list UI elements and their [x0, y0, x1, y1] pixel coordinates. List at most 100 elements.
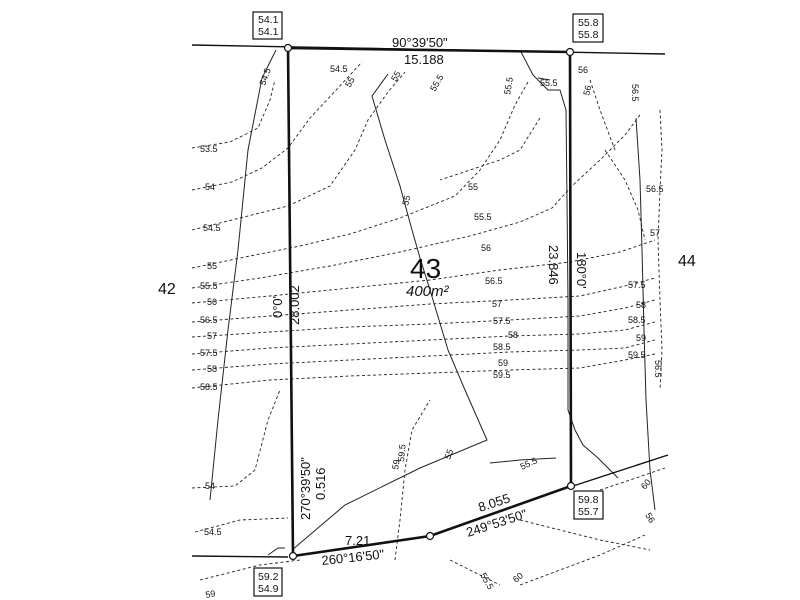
left-distance: 28.002: [287, 285, 302, 325]
contour-label: 59: [498, 358, 508, 368]
bottom-frontage-line-right: [569, 454, 669, 488]
contour-label: 55.5: [428, 73, 445, 93]
level-box-bottom-left: 59.2 54.9: [253, 567, 283, 597]
level-value: 59.2: [258, 571, 279, 583]
right-bearing: 180°0': [574, 252, 589, 289]
contour-label: 56.5: [646, 184, 664, 194]
contour-label: 59.5: [628, 350, 646, 360]
contour-label: 57.5: [493, 316, 511, 326]
contour-line: [191, 389, 281, 489]
thin-lines: [209, 49, 656, 556]
contour-label: 57: [650, 228, 660, 238]
corner-distance: 0.516: [313, 467, 328, 500]
level-value: 54.9: [258, 583, 279, 595]
left-bearing: 0°0': [270, 296, 285, 318]
contour-label: 54: [205, 481, 215, 491]
contour-line: [191, 114, 641, 289]
contour-line: [519, 534, 646, 586]
contour-label: 56.5: [200, 315, 218, 325]
contour-label: 59.5: [396, 444, 407, 462]
level-value: 59.8: [578, 494, 599, 506]
corner-marker: [565, 47, 575, 57]
contour-line: [191, 79, 276, 149]
contour-label: 59: [205, 588, 217, 600]
top-distance: 15.188: [404, 52, 444, 67]
contour-label: 53.5: [200, 144, 218, 154]
contour-label: 55.5: [474, 212, 492, 222]
corner-marker: [566, 481, 576, 491]
bottom-left-bearing: 260°16'50": [321, 546, 386, 568]
contour-line: [199, 559, 301, 581]
contour-label: 54: [205, 182, 215, 192]
contour-label: 57: [207, 331, 217, 341]
contour-line-solid: [635, 117, 656, 511]
contour-line: [449, 559, 501, 586]
contour-label: 55: [207, 261, 217, 271]
drainage-line: [209, 49, 277, 501]
contour-label: 54.5: [257, 67, 272, 87]
contour-label: 59.5: [493, 370, 511, 380]
contour-label: 59: [390, 459, 402, 471]
contour-label: 55: [442, 448, 455, 461]
contour-label: 58.5: [200, 382, 218, 392]
contour-label: 60: [511, 570, 525, 584]
contour-labels: 53.5 54 54.5 55 55.5 56 56.5 57 57.5 58 …: [200, 64, 664, 600]
contour-line: [394, 399, 431, 561]
contour-line: [191, 71, 406, 231]
contour-label: 58: [508, 330, 518, 340]
corner-marker: [288, 551, 298, 561]
top-bearing: 90°39'50": [392, 35, 448, 50]
contour-line: [589, 79, 616, 151]
lot-boundary: [286, 46, 573, 558]
contour-label: 58: [636, 300, 646, 310]
corner-marker: [425, 531, 435, 541]
contour-label: 55.5: [200, 281, 218, 291]
level-value: 54.1: [258, 14, 279, 26]
corner-marker: [283, 43, 293, 53]
right-distance: 23.846: [546, 245, 561, 285]
contour-label: 54.5: [203, 223, 221, 233]
contour-line-55: [291, 73, 488, 551]
adjacent-lot-right: 44: [678, 253, 696, 270]
bottom-frontage-line-left: [191, 555, 289, 558]
level-value: 55.8: [578, 17, 599, 29]
lot-number: 43: [410, 253, 441, 284]
contour-label: 56: [578, 65, 588, 75]
contour-line: [657, 109, 663, 391]
contour-line: [599, 467, 666, 491]
contour-line-solid: [537, 77, 551, 81]
contour-label: 56.5: [485, 276, 503, 286]
contour-line: [191, 299, 656, 338]
level-value: 54.1: [258, 26, 279, 38]
corner-bearing: 270°39'50": [298, 457, 313, 520]
contour-label: 59: [636, 333, 646, 343]
contour-label: 55.5: [540, 78, 558, 88]
contour-line: [519, 519, 651, 551]
contour-line-solid: [489, 457, 557, 464]
contour-label: 55.5: [502, 76, 515, 95]
lot-area: 400m²: [406, 283, 450, 300]
adjacent-lot-left: 42: [158, 281, 176, 298]
contour-label: 58: [207, 364, 217, 374]
contour-label: 55: [468, 182, 478, 192]
contour-label: 60: [639, 477, 653, 491]
bottom-left-distance: 7.21: [345, 533, 370, 548]
contour-label: 54.5: [330, 64, 348, 74]
contour-line: [191, 81, 529, 269]
contour-label: 55.5: [478, 571, 495, 591]
level-box-top-right: 55.8 55.8: [572, 13, 604, 43]
contour-label: 57.5: [200, 348, 218, 358]
contour-line: [191, 321, 656, 355]
contour-label: 57.5: [628, 280, 646, 290]
corner-markers: [283, 43, 576, 561]
level-box-top-left: 54.1 54.1: [252, 11, 283, 40]
contour-line-solid: [519, 49, 619, 479]
level-value: 55.7: [578, 506, 599, 518]
contour-label: 56: [581, 84, 593, 96]
contour-line: [191, 353, 656, 389]
contour-label: 58.5: [628, 315, 646, 325]
contour-line: [439, 117, 541, 181]
contour-label: 55: [389, 69, 403, 83]
contour-line: [194, 517, 289, 533]
